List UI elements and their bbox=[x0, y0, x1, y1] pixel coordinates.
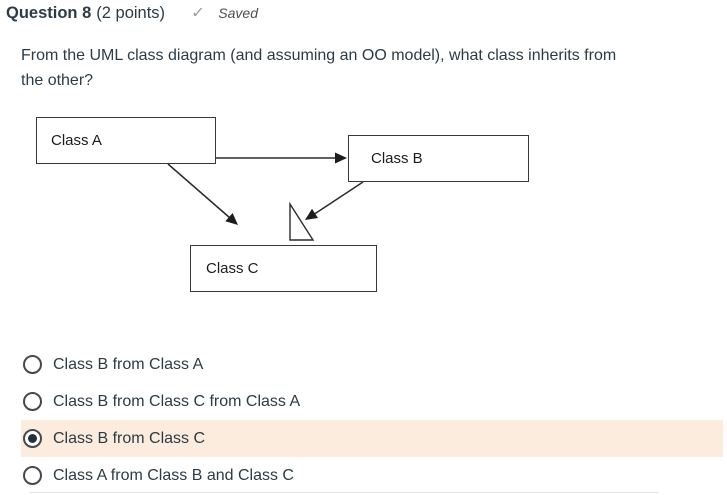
class-a-box: Class A bbox=[36, 117, 216, 164]
class-a-label: Class A bbox=[51, 132, 102, 149]
radio-button-unselected[interactable] bbox=[23, 392, 42, 411]
saved-check-icon: ✓ bbox=[191, 4, 206, 22]
question-text-line1: From the UML class diagram (and assuming… bbox=[21, 47, 617, 64]
class-c-label: Class C bbox=[206, 260, 259, 277]
radio-button-unselected[interactable] bbox=[23, 466, 42, 485]
diagram-arrows-layer bbox=[167, 152, 364, 241]
option-label[interactable]: Class B from Class A bbox=[53, 355, 204, 373]
option-label[interactable]: Class B from Class C bbox=[53, 429, 206, 447]
question-text: From the UML class diagram (and assuming… bbox=[21, 44, 727, 93]
question-points: (2 points) bbox=[96, 4, 166, 22]
question-header: Question 8 (2 points) ✓ Saved bbox=[6, 2, 258, 24]
saved-status-label: Saved bbox=[218, 5, 258, 21]
section-divider bbox=[30, 492, 658, 493]
hollow-inheritance-triangle bbox=[289, 201, 315, 241]
radio-button-selected[interactable] bbox=[23, 429, 42, 448]
class-c-box: Class C bbox=[190, 245, 377, 292]
answer-options: Class B from Class A Class B from Class … bbox=[21, 346, 723, 494]
option-class-b-from-class-a[interactable]: Class B from Class A bbox=[21, 346, 723, 383]
option-label[interactable]: Class B from Class C from Class A bbox=[53, 392, 301, 410]
question-text-line2: the other? bbox=[21, 71, 94, 89]
arrow-classB-to-triangle bbox=[305, 181, 364, 220]
radio-button-unselected[interactable] bbox=[23, 355, 42, 374]
class-b-label: Class B bbox=[371, 150, 423, 167]
arrow-classA-to-classC bbox=[167, 163, 238, 225]
option-class-b-from-class-c-from-class-a[interactable]: Class B from Class C from Class A bbox=[21, 383, 723, 420]
class-b-box: Class B bbox=[348, 135, 529, 182]
question-title: Question 8 bbox=[6, 4, 92, 22]
option-class-a-from-class-b-and-class-c[interactable]: Class A from Class B and Class C bbox=[21, 457, 723, 494]
arrow-classA-to-classB bbox=[216, 152, 347, 164]
uml-class-diagram: Class A Class B Class C bbox=[0, 105, 560, 305]
option-label[interactable]: Class A from Class B and Class C bbox=[53, 466, 294, 484]
option-class-b-from-class-c[interactable]: Class B from Class C bbox=[21, 420, 723, 457]
